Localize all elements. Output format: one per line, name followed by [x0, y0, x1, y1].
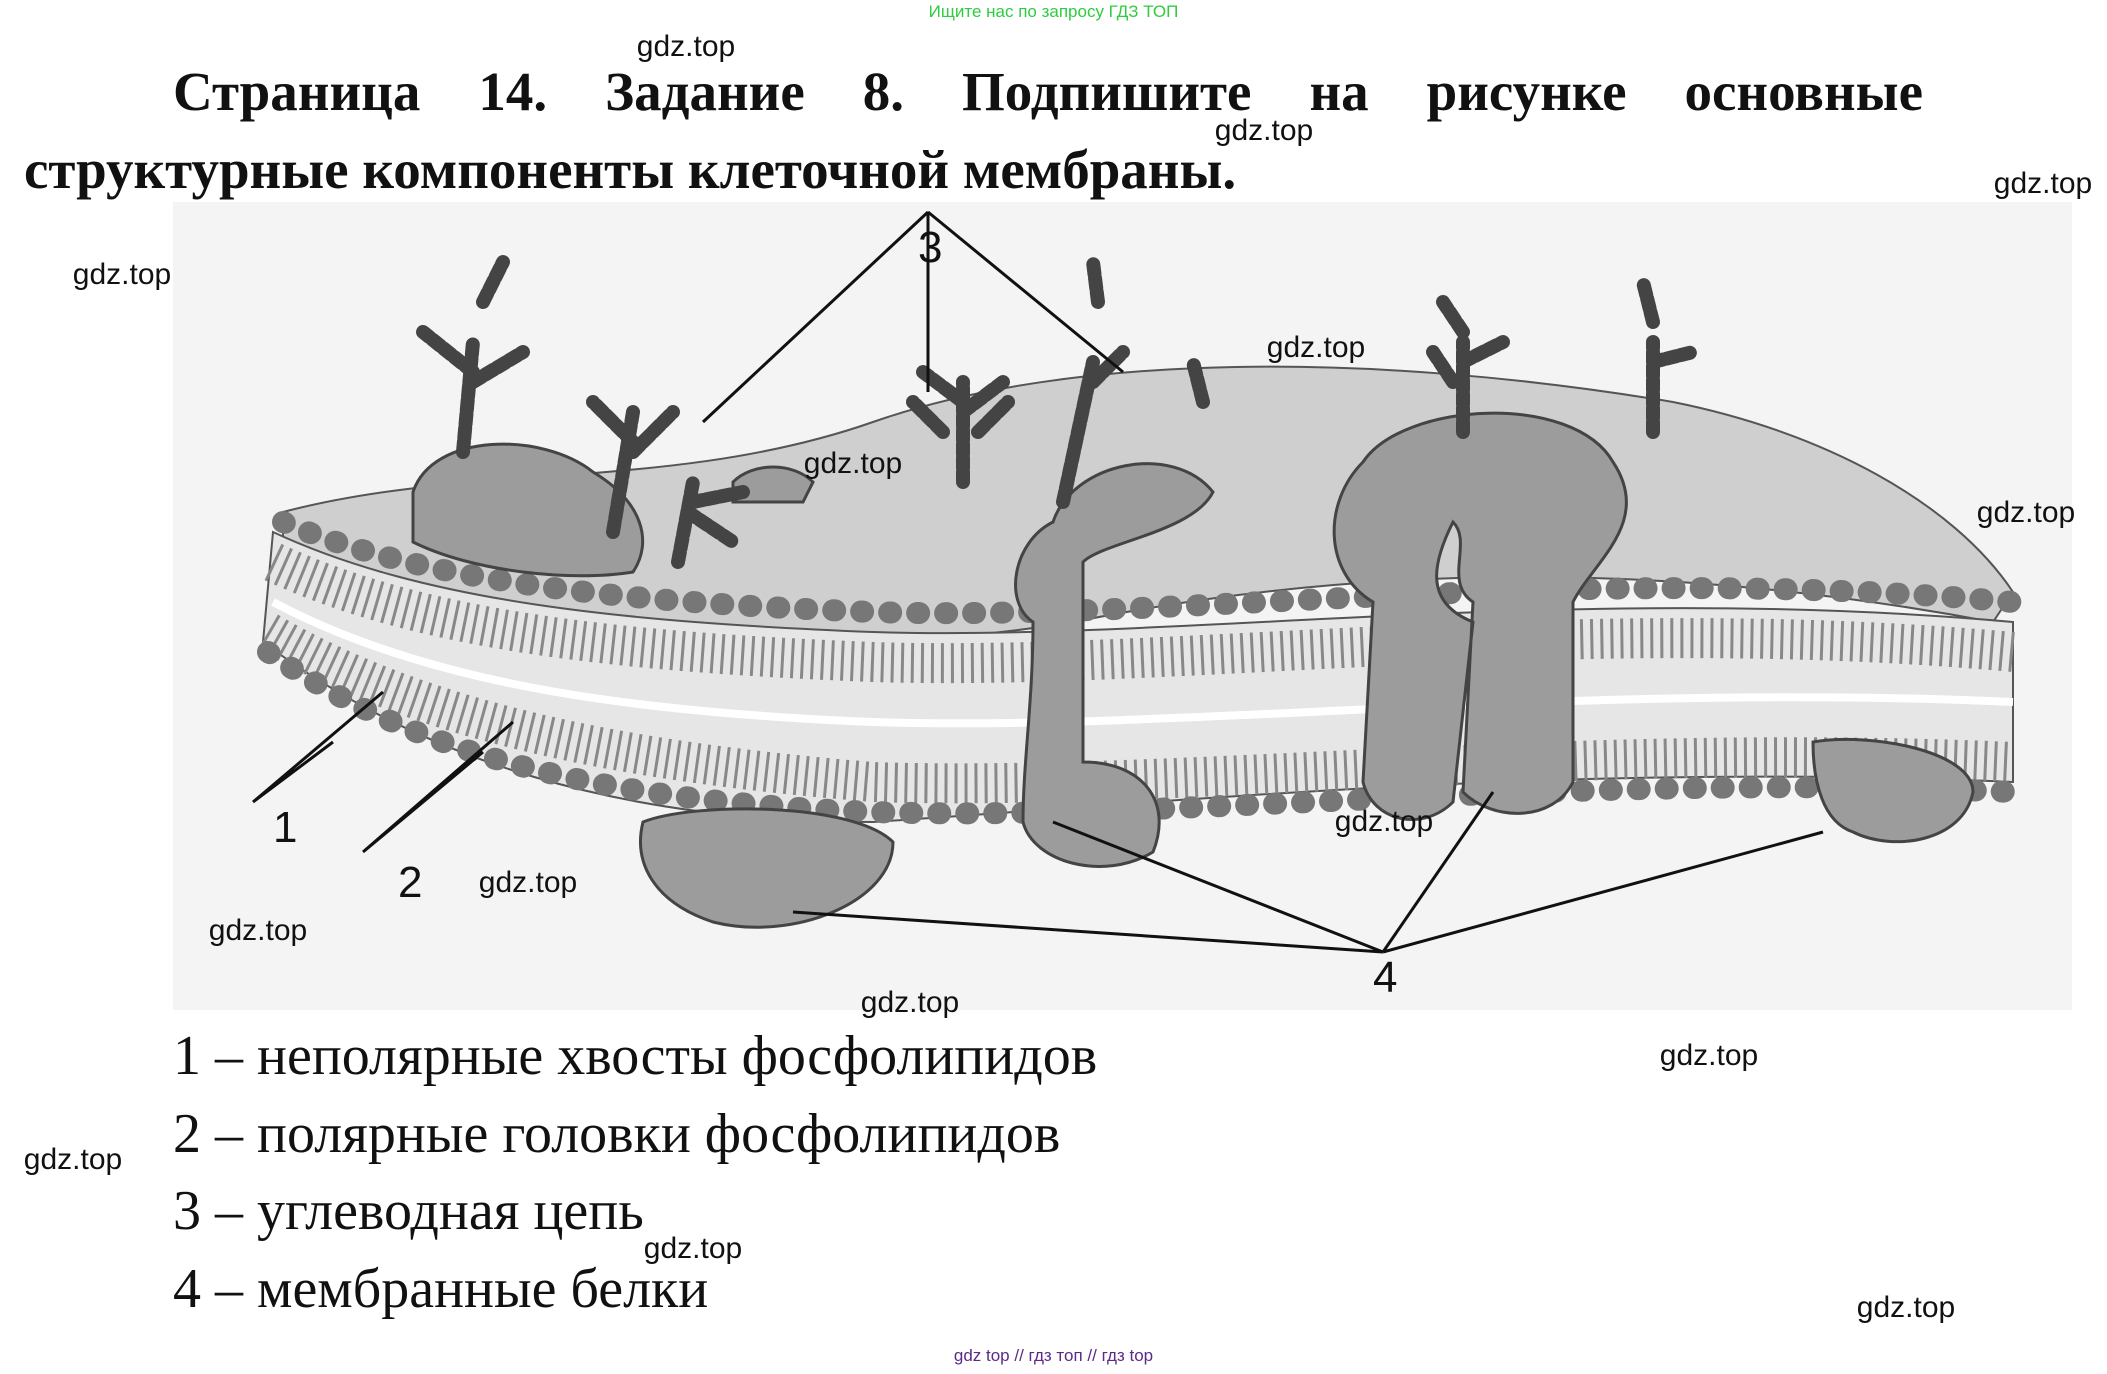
watermark: gdz.top [208, 914, 308, 947]
carbohydrate-chains [416, 255, 1700, 569]
watermark: gdz.top [860, 986, 960, 1019]
watermark: gdz.top [1266, 331, 1366, 364]
figure-label-4: 4 [1373, 953, 1397, 1002]
watermark: gdz.top [23, 1143, 123, 1176]
page-title-line-2: структурные компоненты клеточной мембран… [24, 139, 1237, 200]
legend-item-1: 1 – неполярные хвосты фосфолипидов [173, 1025, 1098, 1087]
footer-link-gdz-top-ru[interactable]: гдз топ [1028, 1346, 1083, 1365]
footer-link-gdz-top[interactable]: gdz top [953, 1346, 1010, 1365]
footer-separator: // [1087, 1346, 1097, 1365]
watermark: gdz.top [643, 1232, 743, 1265]
page-title-line-1: Страница 14. Задание 8. Подпишите на рис… [173, 61, 1923, 122]
search-hint: Ищите нас по запросу ГДЗ ТОП [928, 2, 1179, 21]
watermark: gdz.top [1856, 1291, 1956, 1324]
watermark: gdz.top [803, 447, 903, 480]
label-leader-lines [252, 210, 1824, 954]
membrane-proteins [411, 411, 1975, 929]
legend-item-3: 3 – углеводная цепь [173, 1180, 644, 1242]
cell-membrane-diagram: 1 2 3 4 [173, 202, 2072, 1010]
watermark: gdz.top [72, 258, 172, 291]
phospholipid-heads-lower [257, 641, 2024, 825]
footer-links: gdz top // гдз топ // гдз top [0, 1346, 2107, 1366]
legend-item-2: 2 – полярные головки фосфолипидов [173, 1103, 1061, 1165]
watermark: gdz.top [1993, 167, 2093, 200]
watermark: gdz.top [1659, 1039, 1759, 1072]
phospholipid-heads-upper [272, 511, 2024, 625]
watermark: gdz.top [1976, 496, 2076, 529]
figure-label-1: 1 [273, 803, 297, 852]
watermark: gdz.top [636, 30, 736, 63]
legend-item-4: 4 – мембранные белки [173, 1258, 709, 1320]
figure-label-2: 2 [398, 858, 422, 907]
watermark: gdz.top [478, 866, 578, 899]
watermark: gdz.top [1214, 114, 1314, 147]
watermark: gdz.top [1334, 805, 1434, 838]
footer-link-gdz-top-mixed[interactable]: гдз top [1101, 1346, 1154, 1365]
footer-separator: // [1014, 1346, 1024, 1365]
figure-label-3: 3 [918, 223, 942, 272]
